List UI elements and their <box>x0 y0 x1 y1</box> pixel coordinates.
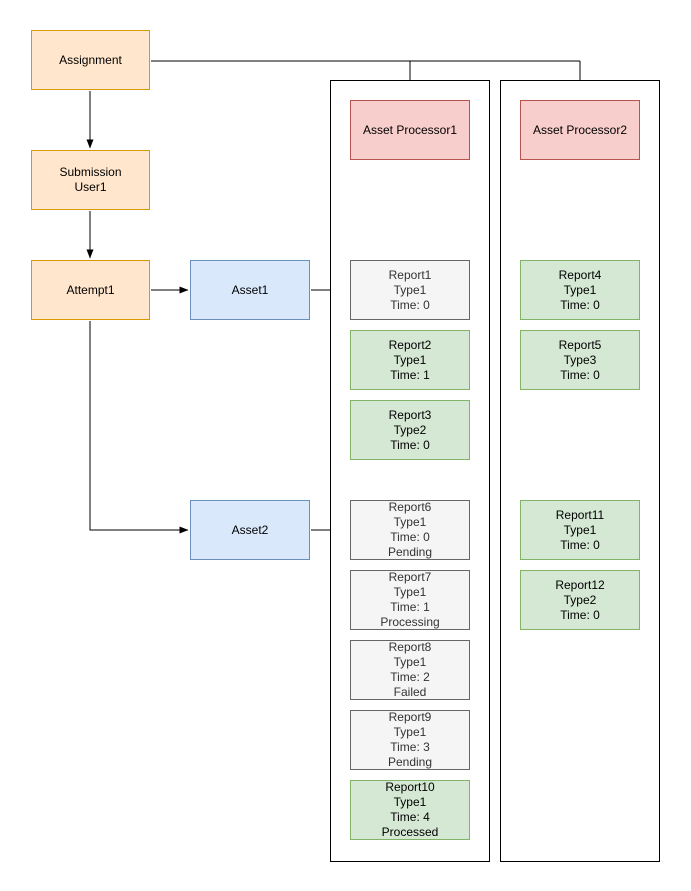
node-label-line: Type2 <box>393 422 427 437</box>
node-label-line: Report1 <box>388 267 432 282</box>
node-label-line: Report5 <box>558 337 602 352</box>
node-label-line: Type1 <box>393 282 427 297</box>
node-label-line: Report9 <box>388 710 432 724</box>
node-label-line: Time: 1 <box>390 600 430 614</box>
node-label-line: Submission <box>59 165 122 179</box>
node-label-line: Report7 <box>388 570 432 584</box>
node-label-line: Type1 <box>393 352 427 367</box>
node-label-line: Processing <box>380 615 440 629</box>
node-assignment: Assignment <box>31 30 150 90</box>
node-label-line: Time: 1 <box>390 367 430 382</box>
node-label-line: Time: 0 <box>560 297 600 312</box>
node-label-line: Time: 0 <box>390 530 430 544</box>
node-label-line: Report10 <box>385 780 435 794</box>
node-label-line: User1 <box>74 180 107 194</box>
node-label-line: Report3 <box>388 407 432 422</box>
node-asset-processor1: Asset Processor1 <box>350 100 470 160</box>
node-label-line: Type1 <box>393 515 427 529</box>
node-label-line: Type1 <box>393 795 427 809</box>
node-label-line: Report2 <box>388 337 432 352</box>
node-label-line: Type2 <box>563 592 597 607</box>
node-label-line: Time: 2 <box>390 670 430 684</box>
container-asset-processor2-lane <box>500 80 660 862</box>
node-attempt1: Attempt1 <box>31 260 150 320</box>
node-label-line: Type1 <box>393 585 427 599</box>
node-label-line: Asset Processor2 <box>532 122 628 137</box>
node-label-line: Assignment <box>59 52 122 67</box>
node-label-line: Type3 <box>563 352 597 367</box>
node-label-line: Type1 <box>563 522 597 537</box>
node-label-line: Time: 0 <box>560 367 600 382</box>
node-label-line: Asset Processor1 <box>362 122 458 137</box>
node-label-line: Pending <box>387 545 433 559</box>
node-label-line: Asset2 <box>231 522 269 537</box>
node-label-line: Time: 3 <box>390 740 430 754</box>
node-label-line: Type1 <box>563 282 597 297</box>
node-label-line: Report11 <box>555 507 605 522</box>
node-asset2: Asset2 <box>190 500 310 560</box>
node-label-line: Report4 <box>558 267 602 282</box>
node-label-line: Report6 <box>388 500 432 514</box>
node-label-line: Time: 0 <box>390 297 430 312</box>
node-label-line: Failed <box>393 685 427 699</box>
node-label-line: Time: 0 <box>390 437 430 452</box>
node-label-line: Report8 <box>388 640 432 654</box>
node-label-line: Time: 4 <box>390 810 430 824</box>
node-label-line: Report12 <box>555 577 605 592</box>
node-label-line: Type1 <box>393 725 427 739</box>
node-label-line: Type1 <box>393 655 427 669</box>
node-asset-processor2: Asset Processor2 <box>520 100 640 160</box>
node-label-line: Time: 0 <box>560 607 600 622</box>
edge-attempt1-to-asset2 <box>89 321 189 534</box>
node-asset1: Asset1 <box>190 260 310 320</box>
node-label-line: Attempt1 <box>66 282 115 297</box>
node-label-line: Processed <box>381 825 439 839</box>
node-label-line: Pending <box>387 755 433 769</box>
node-label-line: Time: 0 <box>560 537 600 552</box>
node-label-line: Asset1 <box>231 282 269 297</box>
